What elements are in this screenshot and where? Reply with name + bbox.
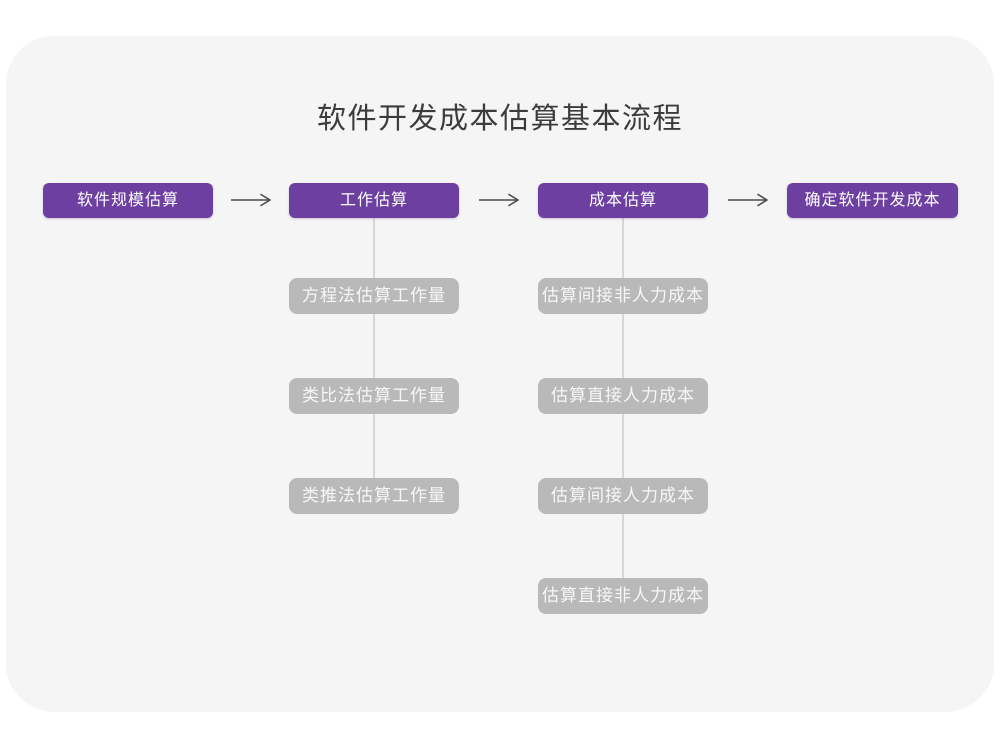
subnode-direct-labor-cost: 估算直接人力成本 xyxy=(538,378,708,414)
right-arrow-icon xyxy=(726,193,770,207)
subnode-equation-method-workload: 方程法估算工作量 xyxy=(289,278,459,314)
right-arrow-icon xyxy=(229,193,273,207)
subnode-analogy-method-workload: 类比法估算工作量 xyxy=(289,378,459,414)
subnode-direct-nonlabor-cost: 估算直接非人力成本 xyxy=(538,578,708,614)
connector-line-cost-estimation xyxy=(622,218,624,614)
diagram-title: 软件开发成本估算基本流程 xyxy=(316,103,683,135)
subnode-indirect-nonlabor-cost: 估算间接非人力成本 xyxy=(538,278,708,314)
right-arrow-icon xyxy=(477,193,521,207)
subnode-extrapolation-method-workload: 类推法估算工作量 xyxy=(289,478,459,514)
node-determine-software-dev-cost: 确定软件开发成本 xyxy=(787,183,958,218)
diagram-background-card xyxy=(6,36,994,712)
node-work-estimation: 工作估算 xyxy=(289,183,459,218)
subnode-indirect-labor-cost: 估算间接人力成本 xyxy=(538,478,708,514)
connector-line-work-estimation xyxy=(373,218,375,514)
node-software-scale-estimation: 软件规模估算 xyxy=(43,183,213,218)
node-cost-estimation: 成本估算 xyxy=(538,183,708,218)
